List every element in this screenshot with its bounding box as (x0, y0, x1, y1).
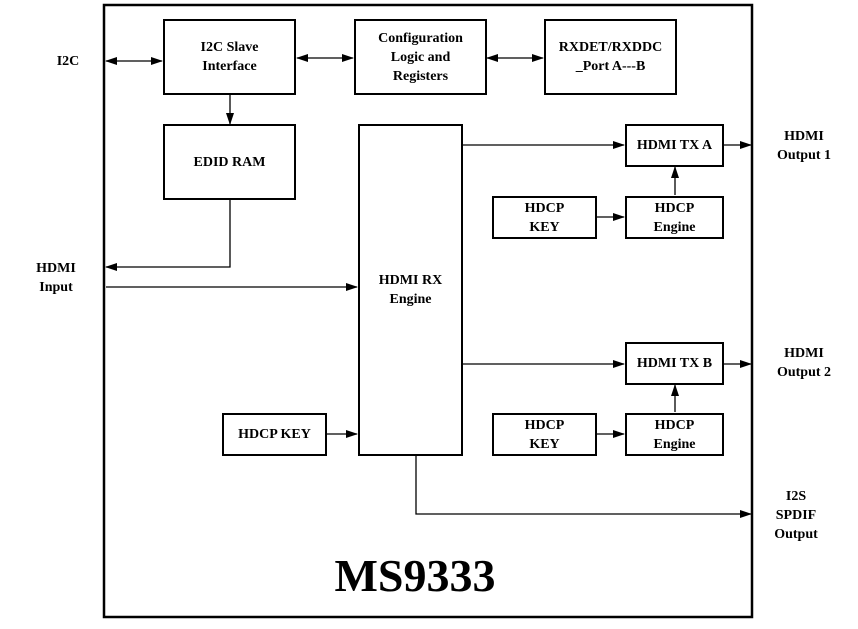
audio-output-label: I2S SPDIF Output (774, 489, 818, 542)
hdcp-key-b-block: HDCP KEY (492, 413, 597, 456)
edid-output-arrow (105, 200, 231, 271)
configuration-logic-block: Configuration Logic and Registers (354, 19, 487, 95)
edid-ram-block: EDID RAM (163, 124, 296, 200)
hdmi-output-2-label: HDMI Output 2 (776, 346, 832, 380)
hdmi-input-label: HDMI Input (36, 261, 76, 295)
i2c-slave-interface-block: I2C Slave Interface (163, 19, 296, 95)
hdmi-tx-b-block: HDMI TX B (625, 342, 724, 385)
hdcp-key-a-block: HDCP KEY (492, 196, 597, 239)
hdmi-tx-a-block: HDMI TX A (625, 124, 724, 167)
i2c-label: I2C (56, 54, 80, 69)
hdmi-output-1-label: HDMI Output 1 (776, 129, 832, 163)
audio-output-arrow (415, 456, 752, 518)
hdcp-key-rx-block: HDCP KEY (222, 413, 327, 456)
hdmi-rx-engine-block: HDMI RX Engine (358, 124, 463, 456)
chip-outline (102, 3, 754, 619)
chip-name: MS9333 (334, 550, 496, 601)
hdcp-engine-b-block: HDCP Engine (625, 413, 724, 456)
hdcp-engine-a-block: HDCP Engine (625, 196, 724, 239)
rxdet-rxddc-block: RXDET/RXDDC _Port A---B (544, 19, 677, 95)
